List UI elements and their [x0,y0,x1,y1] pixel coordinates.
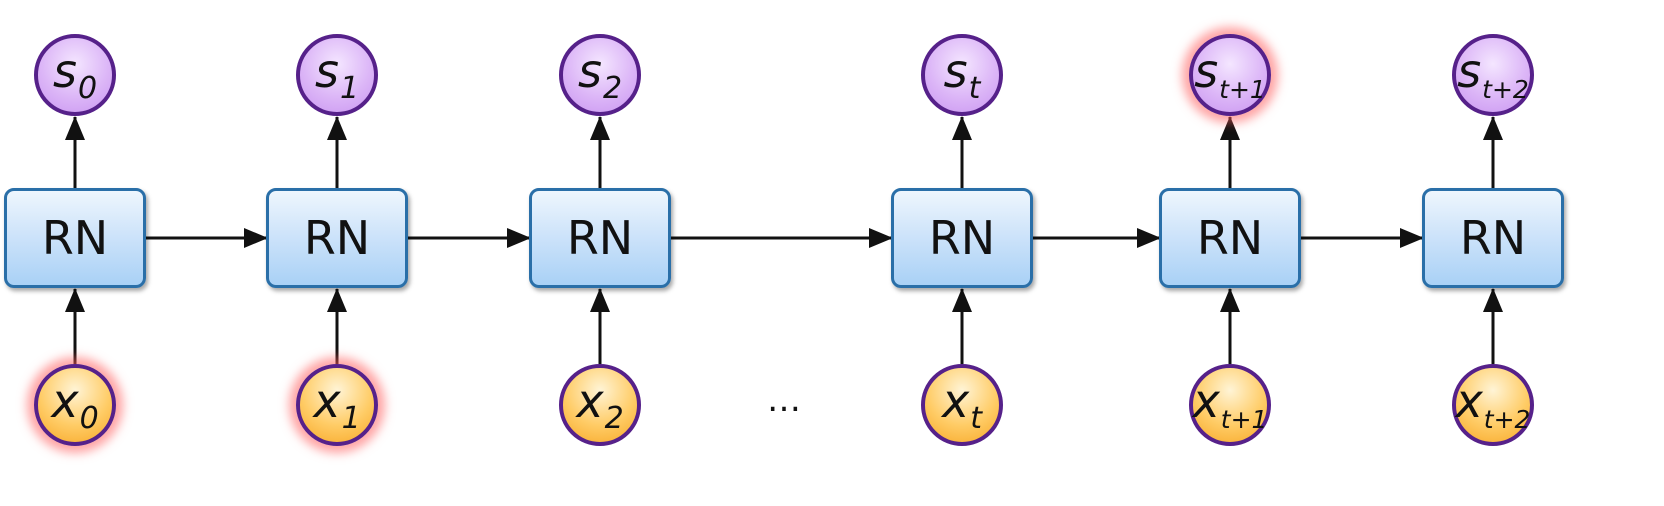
recurrent-network-box-2: RN [529,188,671,288]
recurrent-network-box-4: RN [1159,188,1301,288]
state-subscript: t+1 [1219,74,1266,104]
state-subscript: 1 [339,71,360,106]
recurrent-network-box-0: RN [4,188,146,288]
state-subscript: t [968,71,981,106]
rn-label: RN [303,211,371,265]
rn-label: RN [1196,211,1264,265]
state-subscript: t+2 [1482,74,1529,104]
input-symbol: x [1192,374,1220,428]
state-symbol: s [1457,44,1482,98]
state-symbol: s [314,44,339,98]
state-subscript: 0 [77,71,98,106]
state-symbol: s [577,44,602,98]
input-subscript: t+1 [1220,404,1268,434]
input-subscript: 1 [341,401,361,436]
input-symbol: x [313,374,341,428]
recurrent-network-box-1: RN [266,188,408,288]
state-symbol: s [52,44,77,98]
state-subscript: 2 [602,71,623,106]
state-symbol: s [943,44,968,98]
recurrent-network-box-3: RN [891,188,1033,288]
rn-label: RN [928,211,996,265]
input-subscript: t [970,401,982,436]
input-symbol: x [942,374,970,428]
state-symbol: s [1194,44,1219,98]
input-subscript: 2 [604,401,624,436]
rn-label: RN [41,211,109,265]
recurrent-network-box-5: RN [1422,188,1564,288]
input-symbol: x [576,374,604,428]
rn-label: RN [566,211,634,265]
input-subscript: 0 [79,401,99,436]
input-symbol: x [1455,374,1483,428]
ellipsis: … [767,380,801,420]
rn-label: RN [1459,211,1527,265]
input-symbol: x [51,374,79,428]
input-subscript: t+2 [1483,404,1531,434]
